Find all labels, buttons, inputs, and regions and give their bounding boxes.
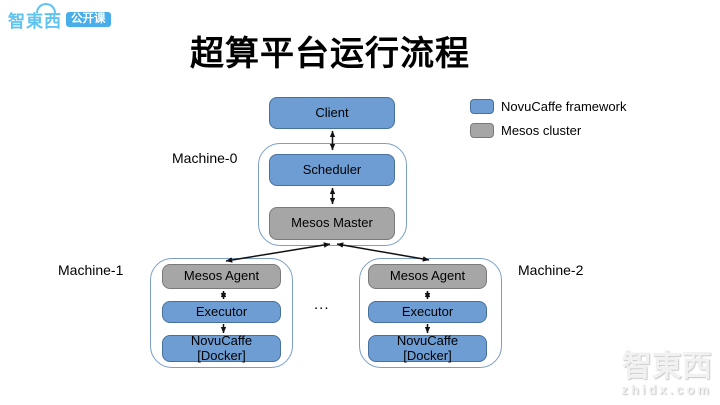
- legend-swatch-mesos: [470, 123, 494, 138]
- mesos-agent-box: Mesos Agent: [368, 264, 487, 289]
- brand-logo: 智東西 公开课: [8, 3, 111, 32]
- watermark-brand: 智東西: [621, 349, 712, 383]
- scheduler-box: Scheduler: [269, 154, 395, 186]
- logo-brand-text: 智東西: [8, 12, 62, 31]
- more-machines-ellipsis: ...: [314, 296, 330, 313]
- logo-badge: 公开课: [66, 11, 111, 28]
- novucaffe-box: NovuCaffe [Docker]: [368, 332, 487, 363]
- legend-swatch-novucaffe: [470, 99, 494, 114]
- novucaffe-line2: [Docker]: [197, 347, 246, 363]
- legend-item-novucaffe: NovuCaffe framework: [470, 99, 626, 114]
- watermark: 智東西 zhidx.com: [621, 349, 712, 397]
- machine0-label: Machine-0: [172, 150, 238, 166]
- machine2-label: Machine-2: [518, 262, 584, 278]
- legend-label: NovuCaffe framework: [501, 99, 627, 114]
- novucaffe-line2: [Docker]: [403, 347, 452, 363]
- novucaffe-box: NovuCaffe [Docker]: [162, 332, 281, 363]
- page-title: 超算平台运行流程: [190, 35, 470, 73]
- mesos-master-box: Mesos Master: [269, 207, 395, 240]
- machine1-label: Machine-1: [58, 262, 124, 278]
- client-box: Client: [269, 97, 395, 129]
- watermark-domain: zhidx.com: [621, 382, 712, 397]
- executor-box: Executor: [162, 301, 281, 323]
- legend: NovuCaffe framework Mesos cluster: [470, 99, 626, 147]
- legend-item-mesos: Mesos cluster: [470, 123, 626, 138]
- executor-box: Executor: [368, 301, 487, 323]
- antenna-arc-icon: [36, 3, 56, 13]
- legend-label: Mesos cluster: [501, 123, 582, 138]
- novucaffe-line1: NovuCaffe: [396, 332, 459, 348]
- novucaffe-line1: NovuCaffe: [190, 332, 253, 348]
- mesos-agent-box: Mesos Agent: [162, 264, 281, 289]
